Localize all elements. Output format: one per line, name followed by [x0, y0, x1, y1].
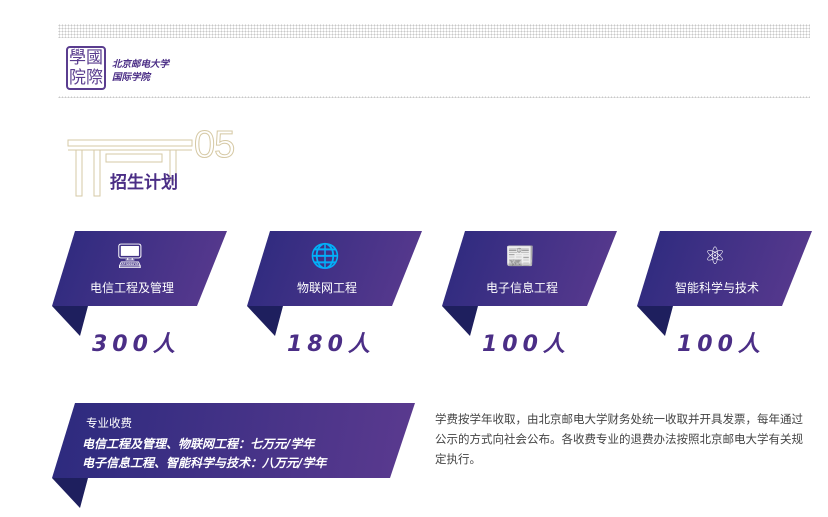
book-monitor-icon: 🖥 — [114, 242, 146, 270]
dotted-header-band — [58, 24, 810, 38]
campus-gate-illustration — [67, 139, 193, 197]
major-count: 300人 — [92, 332, 180, 357]
card-banner — [442, 231, 617, 306]
fee-line-1: 电信工程及管理、物联网工程：七万元/学年 — [82, 437, 315, 451]
card-banner — [52, 231, 227, 306]
college-name: 国际学院 — [112, 72, 151, 83]
card-fold — [442, 306, 478, 336]
major-name: 智能科学与技术 — [674, 281, 759, 295]
fee-line-2: 电子信息工程、智能科学与技术：八万元/学年 — [82, 456, 327, 470]
major-count: 100人 — [677, 332, 765, 357]
major-count: 180人 — [287, 332, 375, 357]
section-title: 招生计划 — [110, 173, 178, 193]
fee-banner: 专业收费 电信工程及管理、物联网工程：七万元/学年 电子信息工程、智能科学与技术… — [52, 403, 415, 513]
card-banner — [637, 231, 812, 306]
major-card: 🖥 电信工程及管理 300人 — [52, 231, 227, 357]
major-card: ⚛ 智能科学与技术 100人 — [637, 231, 812, 357]
card-fold — [52, 306, 88, 336]
fee-fold — [52, 478, 88, 508]
major-name: 电信工程及管理 — [89, 281, 174, 295]
fee-banner-bg — [52, 403, 415, 478]
major-name: 物联网工程 — [296, 281, 357, 295]
card-fold — [247, 306, 283, 336]
school-name: 北京邮电大学 — [112, 59, 170, 70]
logo-text: 北京邮电大学 国际学院 — [112, 58, 169, 84]
atom-bulb-icon: ⚛ — [704, 242, 726, 270]
fee-description: 学费按学年收取，由北京邮电大学财务处统一收取并开具发票，每年通过公示的方式向社会… — [435, 412, 803, 466]
major-name: 电子信息工程 — [485, 281, 558, 295]
college-seal-logo: 學國院際 — [66, 46, 106, 90]
section-number: 05 — [193, 124, 235, 167]
dotted-divider — [58, 96, 810, 98]
fee-heading: 专业收费 — [86, 416, 132, 430]
document-icon: 📰 — [505, 242, 535, 270]
major-card: 🌐 物联网工程 180人 — [247, 231, 422, 357]
card-fold — [637, 306, 673, 336]
major-card: 📰 电子信息工程 100人 — [442, 231, 617, 357]
globe-network-icon: 🌐 — [310, 242, 340, 270]
card-banner — [247, 231, 422, 306]
major-count: 100人 — [482, 332, 570, 357]
